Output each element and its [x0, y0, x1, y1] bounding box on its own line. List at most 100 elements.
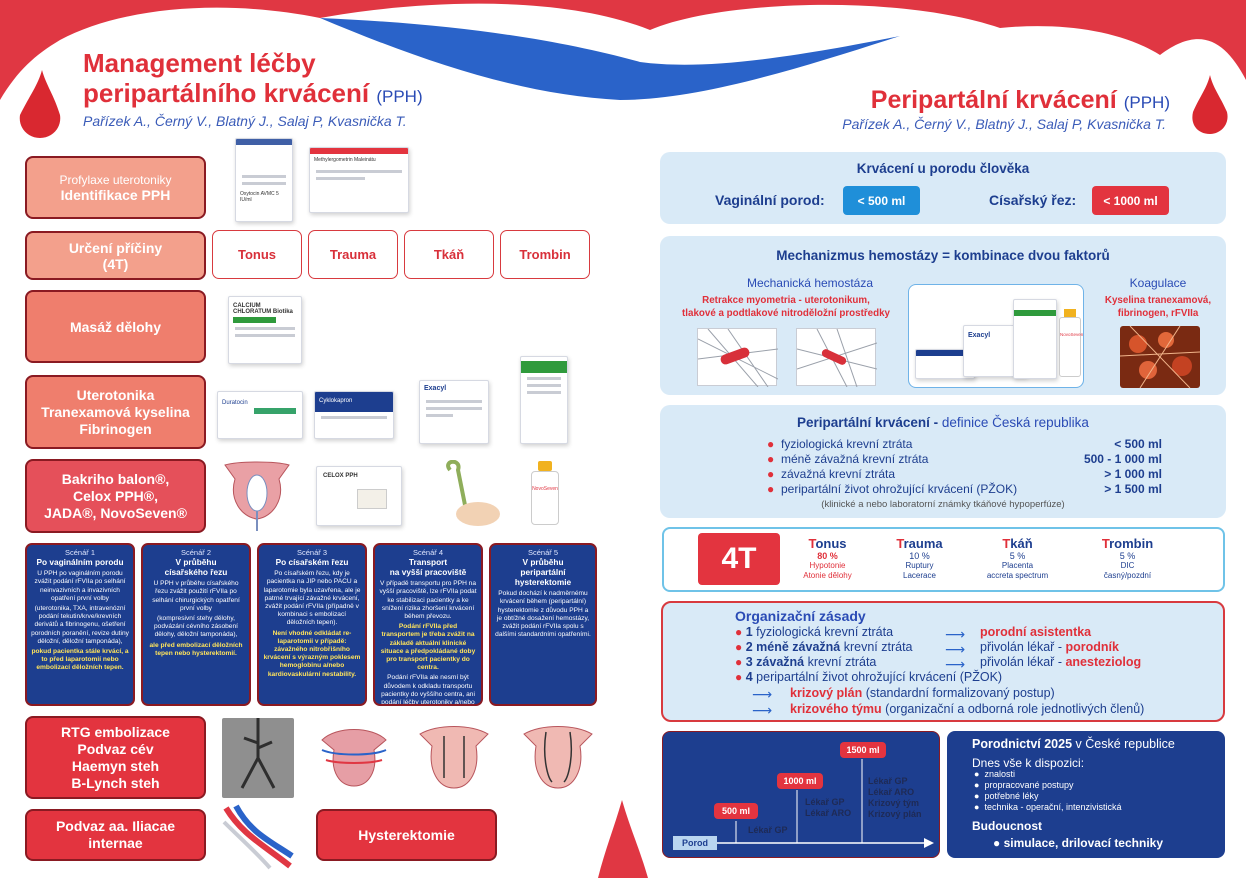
methylergometrin-label: Methylergometrin Maleinátu	[314, 157, 376, 163]
right-title-text: Peripartální krvácení	[870, 86, 1117, 114]
left-title: Management léčby peripartálního krvácení…	[83, 48, 503, 112]
fourt-tkan-rest: káň	[1010, 536, 1033, 551]
org-row-2-bold: méně závažná	[756, 640, 841, 654]
drop-icon: ●	[735, 625, 743, 639]
scenario-1: Scénář 1 Po vaginálním porodu U PPH po v…	[25, 543, 135, 706]
fourt-trauma-first: T	[896, 536, 904, 551]
org-title: Organizační zásady	[735, 608, 866, 624]
timeline-500: 500 ml	[714, 803, 758, 819]
scenario-1-para-2: (uterotonika, TXA, intravenózní podání t…	[31, 605, 129, 645]
fourt-badge: 4T	[698, 533, 780, 585]
org-row-4-label: peripartální život ohrožující krvácení (…	[756, 670, 1003, 684]
scenario-5-title: V průběhu peripartální hysterektomie	[514, 557, 572, 588]
org-sub-arrow-2-icon: ⟶	[752, 702, 773, 718]
drop-icon: ●	[735, 640, 743, 654]
scenario-3: Scénář 3 Po císařském řezu Po císařském …	[257, 543, 367, 706]
step-devices: Bakriho balon®, Celox PPH®, JADA®, NovoS…	[25, 459, 206, 533]
iliac-vessels-icon	[222, 804, 294, 870]
fourt-trauma-desc: Ruptury Lacerace	[903, 561, 936, 580]
bleeding-title: Krvácení u porodu člověka	[856, 161, 1030, 176]
right-title-abbr: (PPH)	[1123, 93, 1170, 112]
org-target-2-pre: přivolán lékař -	[980, 640, 1066, 654]
tbox-tkan: Tkáň	[404, 230, 494, 279]
scenario-2-title: V průběhu císařského řezu	[164, 557, 228, 578]
oxytocin-box: Oxytocin AVMC 5 IU/ml	[235, 138, 293, 222]
org-row-2: ● 2 méně závažná krevní ztráta	[735, 640, 913, 654]
definition-title-bold: Peripartální krvácení -	[797, 415, 939, 430]
scenario-2: Scénář 2 V průběhu císařského řezu U PPH…	[141, 543, 251, 706]
org-panel	[661, 601, 1225, 722]
def-row-1-value: < 500 ml	[1114, 437, 1162, 451]
fourt-trombin-rest: rombin	[1109, 536, 1154, 551]
org-row-3: ● 3 závažná krevní ztráta	[735, 655, 876, 669]
scenario-4-para-2: Podání rFVIIa před transportem je třeba …	[380, 623, 476, 672]
left-drop	[19, 70, 61, 138]
fibrinogen-box-right	[1013, 299, 1057, 379]
future-item-4: ● technika - operační, intenzivistická	[974, 802, 1122, 813]
org-row-3-label: krevní ztráta	[804, 655, 877, 669]
def-row-2-value: 500 - 1 000 ml	[1083, 452, 1162, 466]
drop-icon: ●	[974, 780, 980, 790]
future-avail: Dnes vše k dispozici:	[972, 756, 1085, 770]
org-arrow-1-icon: ⟶	[945, 626, 966, 642]
future-item: ● simulace, drilovací techniky	[993, 836, 1163, 850]
org-arrow-2-icon: ⟶	[945, 641, 966, 657]
fourt-tkan-desc: Placenta accreta spectrum	[986, 561, 1049, 580]
scenario-3-label: Scénář 3	[296, 548, 328, 557]
right-drop	[1192, 75, 1228, 134]
org-row-2-num: 2	[745, 640, 753, 654]
step-prophylaxis: Profylaxe uterotoniky Identifikace PPH	[25, 156, 206, 219]
scenario-1-label: Scénář 1	[64, 548, 96, 557]
uterine-ligation-icon	[321, 729, 387, 787]
timeline-porod: Porod	[673, 836, 717, 850]
novoseven-label: NovoSeven	[531, 471, 559, 525]
cyklokapron-box: Cyklokapron	[314, 391, 394, 439]
timeline-1500: 1500 ml	[840, 742, 886, 758]
future-items: ● znalosti ● propracované postupy ● potř…	[974, 769, 1122, 813]
scenario-5: Scénář 5 V průběhu peripartální hysterek…	[489, 543, 597, 706]
timeline-staff-1500: Lékař GP Lékař ARO Krizový tým Krizový p…	[868, 776, 922, 819]
scenario-2-para-2: (kompresivní stehy dělohy, podvázání cév…	[154, 615, 238, 639]
scenario-1-para-1: U PPH po vaginálním porodu zvážit podání…	[34, 570, 126, 602]
myometrium-image-2	[796, 328, 878, 388]
org-target-2: přivolán lékař - porodník	[980, 640, 1119, 654]
org-row-3-bold: závažná	[756, 655, 805, 669]
scenario-2-label: Scénář 2	[180, 548, 212, 557]
fourt-trauma-rest: rauma	[903, 536, 943, 551]
fourt-trombin-desc: DIC časný/pozdní	[1103, 561, 1152, 580]
b-lynch-suture-icon	[523, 726, 593, 789]
def-row-2: ● méně závažná krevní ztráta 500 - 1 000…	[767, 452, 1162, 467]
scenario-2-para-3: ale před embolizací děložních tepen nebo…	[149, 641, 243, 657]
scenario-3-title: Po císařském řezu	[275, 557, 349, 568]
def-row-1-label: fyziologická krevní ztráta	[781, 437, 913, 451]
definition-rows: ● fyziologická krevní ztráta < 500 ml ● …	[767, 437, 1162, 497]
scenario-4-para-3: Podání rFVIIa ale nesmí být důvodem k od…	[381, 674, 475, 706]
fourt-tonus-rest: onus	[815, 536, 847, 551]
definition-note: (klinické a nebo laboratorní známky tkáň…	[821, 499, 1065, 510]
drop-icon: ●	[767, 467, 775, 481]
drop-icon: ●	[993, 836, 1001, 850]
drop-icon: ●	[767, 452, 775, 466]
fourt-tkan-first: T	[1002, 536, 1011, 551]
tbox-trombin: Trombin	[500, 230, 590, 279]
top-blue-wave	[320, 18, 900, 100]
org-target-3-pre: přivolán lékař -	[980, 655, 1066, 669]
drop-icon: ●	[974, 769, 980, 779]
scenario-2-para-1: U PPH v průběhu císařského řezu zvážit p…	[152, 580, 240, 612]
step-embolization: RTG embolizace Podvaz cév Haemyn steh B-…	[25, 716, 206, 799]
scenario-4-para-1: V případě transportu pro PPH na vyšší pr…	[379, 580, 477, 621]
exacyl-right-label: Exacyl	[968, 332, 991, 339]
fourt-tonus: Tonus 80 % Hypotonie Atonie dělohy	[790, 536, 865, 581]
timeline-staff-500: Lékař GP	[748, 825, 788, 835]
future-item-3-text: potřebné léky	[984, 791, 1039, 801]
right-title: Peripartální krvácení (PPH)	[720, 86, 1170, 115]
novoseven-vial: NovoSeven	[531, 461, 559, 527]
drop-icon: ●	[767, 437, 775, 451]
fibrinogen-box	[520, 356, 568, 444]
org-sub-2-rest: (organizační a odborná role jednotlivých…	[881, 702, 1145, 716]
scenario-5-para-1: Pokud dochází k nadměrnému krvácení běhe…	[495, 590, 591, 639]
future-item-4-text: technika - operační, intenzivistická	[984, 802, 1122, 812]
drop-icon: ●	[735, 655, 743, 669]
haemyn-suture-icon	[419, 726, 489, 789]
coag-products-frame: Exacyl NovoSeven	[908, 284, 1084, 388]
